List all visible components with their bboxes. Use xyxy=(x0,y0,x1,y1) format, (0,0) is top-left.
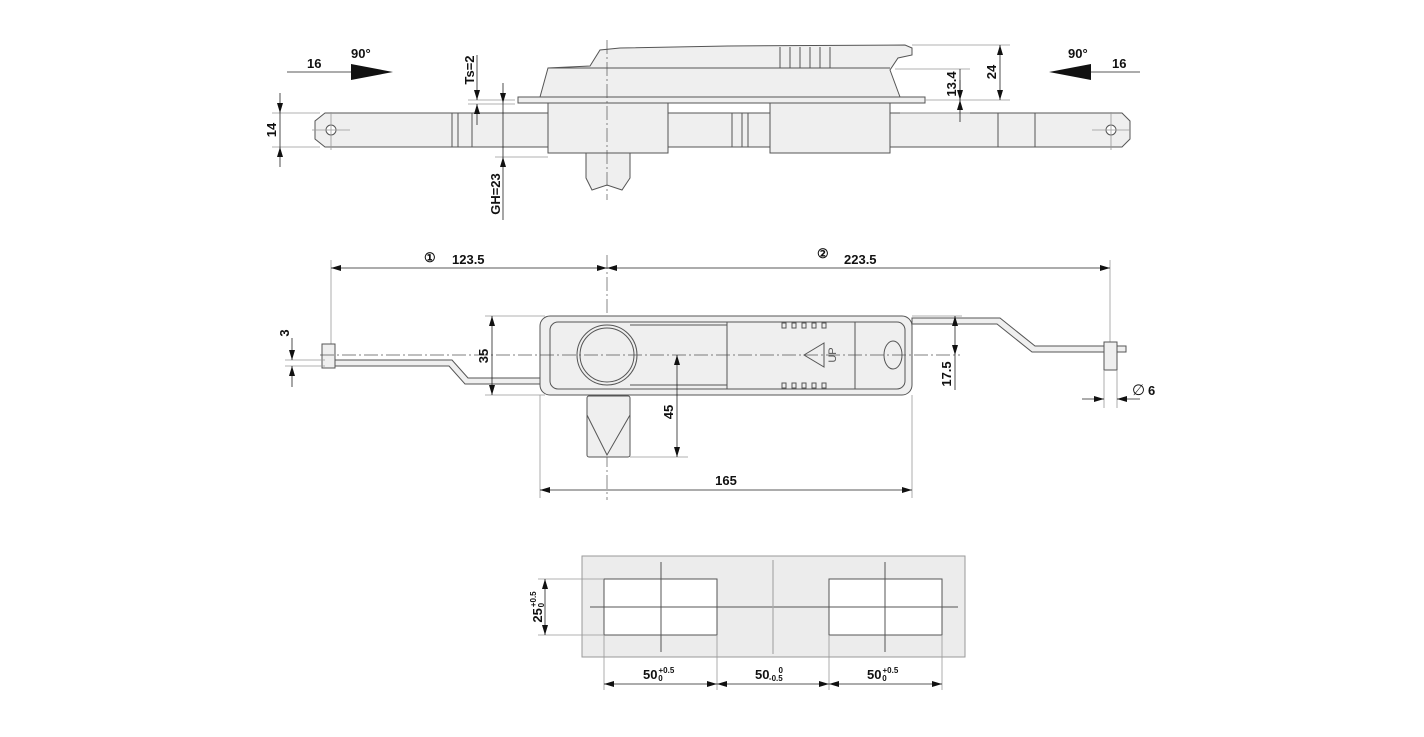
marker-1: ① xyxy=(424,250,436,265)
half-height-dim: 17.5 xyxy=(939,361,954,386)
left-arrow-angle: 90° xyxy=(351,46,371,61)
dim-223-5: 223.5 xyxy=(844,252,877,267)
up-arrow-icon xyxy=(803,342,825,368)
rod-pin-right xyxy=(1103,341,1118,371)
top-view: 16 90° 16 90° 14 Ts=2 GH=23 13.4 24 xyxy=(264,40,1140,220)
flange xyxy=(517,96,926,104)
right-arrow-angle: 90° xyxy=(1068,46,1088,61)
left-arrow-length: 16 xyxy=(307,56,321,71)
diameter-symbol: ∅ xyxy=(1132,382,1145,399)
tongue-dim: 45 xyxy=(661,405,676,419)
rod-right xyxy=(911,317,1127,353)
strap xyxy=(314,112,1131,148)
strap-width-dim: 14 xyxy=(264,122,279,137)
cutout-height-dim: 25+0.50 xyxy=(529,591,546,623)
pin-dia-dim: 6 xyxy=(1148,383,1155,398)
body-height-dim: 35 xyxy=(476,349,491,363)
handle-top xyxy=(539,44,913,98)
cam-tongue xyxy=(586,395,631,458)
dim-123-5: 123.5 xyxy=(452,252,485,267)
rod-left xyxy=(334,359,542,385)
handle-body xyxy=(539,315,913,396)
ts-dim: Ts=2 xyxy=(462,55,477,84)
lock-body xyxy=(547,102,669,154)
marker-2: ② xyxy=(817,246,829,261)
direction-arrow-left xyxy=(1049,64,1091,80)
height-13-4-dim: 13.4 xyxy=(944,71,959,97)
lock-body-right xyxy=(769,102,891,154)
gh-dim: GH=23 xyxy=(488,173,503,215)
cam-knob xyxy=(585,152,631,191)
front-view: ① 123.5 ② 223.5 UP 3 35 xyxy=(277,246,1155,500)
direction-arrow-right xyxy=(351,64,393,80)
right-arrow-length: 16 xyxy=(1112,56,1126,71)
rod-pin-left xyxy=(321,343,336,369)
height-24-dim: 24 xyxy=(984,64,999,79)
rod-dia-dim: 3 xyxy=(277,329,292,336)
body-length-dim: 165 xyxy=(715,473,737,488)
